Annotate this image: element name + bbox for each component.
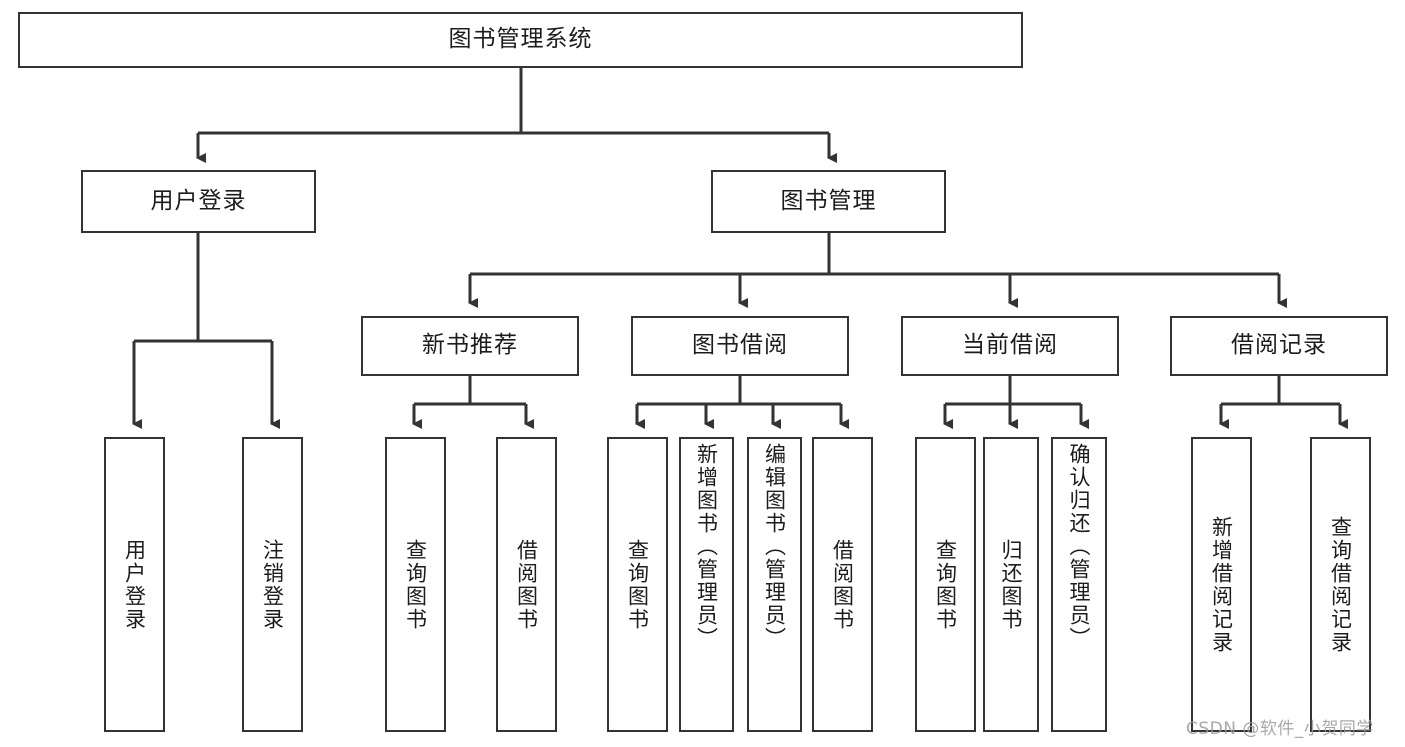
node-label: 图书管理 [780,187,877,214]
node-new-book-recommendation[interactable]: 新书推荐 [361,316,579,376]
node-label: 图书借阅 [692,332,788,359]
leaf-label: 借阅图书 [514,538,539,631]
leaf-inner: 查询图书 [917,439,974,730]
node-label: 新书推荐 [422,332,518,359]
node-user-login[interactable]: 用户登录 [81,170,316,233]
leaf-inner: 注销登录 [244,439,301,730]
leaf-label: 查询借阅记录 [1328,515,1353,654]
leaf-label: 新增图书（管理员） [694,443,719,650]
leaf-current-query-book[interactable]: 查询图书 [915,437,976,732]
leaf-label: 查询图书 [403,538,428,631]
leaf-label: 归还图书 [999,538,1024,631]
leaf-borrow-add-book-admin[interactable]: 新增图书（管理员） [679,437,734,732]
node-book-management[interactable]: 图书管理 [711,170,946,233]
node-label: 借阅记录 [1231,332,1327,359]
leaf-label: 查询图书 [933,538,958,631]
leaf-borrow-borrow-book[interactable]: 借阅图书 [812,437,873,732]
leaf-inner: 查询图书 [387,439,444,730]
leaf-label: 用户登录 [122,538,147,631]
leaf-inner: 用户登录 [106,439,163,730]
leaf-inner: 查询借阅记录 [1312,439,1369,730]
leaf-inner: 确认归还（管理员） [1053,439,1105,730]
leaf-record-query-borrow-record[interactable]: 查询借阅记录 [1310,437,1371,732]
csdn-watermark: CSDN @软件_小贺同学 [1186,719,1374,739]
leaf-borrow-edit-book-admin[interactable]: 编辑图书（管理员） [747,437,802,732]
leaf-label: 确认归还（管理员） [1067,443,1092,650]
leaf-inner: 新增借阅记录 [1193,439,1250,730]
leaf-inner: 新增图书（管理员） [681,439,732,730]
leaf-inner: 编辑图书（管理员） [749,439,800,730]
leaf-label: 注销登录 [260,538,285,631]
leaf-inner: 借阅图书 [498,439,555,730]
node-label: 图书管理系统 [448,26,593,53]
leaf-user-login-login[interactable]: 用户登录 [104,437,165,732]
node-borrow-records[interactable]: 借阅记录 [1170,316,1388,376]
node-current-borrowing[interactable]: 当前借阅 [901,316,1119,376]
leaf-label: 查询图书 [625,538,650,631]
leaf-inner: 查询图书 [609,439,666,730]
node-root-book-management-system[interactable]: 图书管理系统 [18,12,1023,68]
leaf-new-book-query-book[interactable]: 查询图书 [385,437,446,732]
leaf-borrow-query-book[interactable]: 查询图书 [607,437,668,732]
leaf-label: 编辑图书（管理员） [762,443,787,650]
leaf-current-confirm-return-admin[interactable]: 确认归还（管理员） [1051,437,1107,732]
leaf-record-add-borrow-record[interactable]: 新增借阅记录 [1191,437,1252,732]
leaf-user-login-logout[interactable]: 注销登录 [242,437,303,732]
node-label: 当前借阅 [962,332,1058,359]
leaf-current-return-book[interactable]: 归还图书 [983,437,1039,732]
leaf-inner: 借阅图书 [814,439,871,730]
node-label: 用户登录 [150,187,247,214]
leaf-inner: 归还图书 [985,439,1037,730]
node-book-borrowing[interactable]: 图书借阅 [631,316,849,376]
leaf-label: 新增借阅记录 [1209,515,1234,654]
leaf-new-book-borrow-book[interactable]: 借阅图书 [496,437,557,732]
leaf-label: 借阅图书 [830,538,855,631]
